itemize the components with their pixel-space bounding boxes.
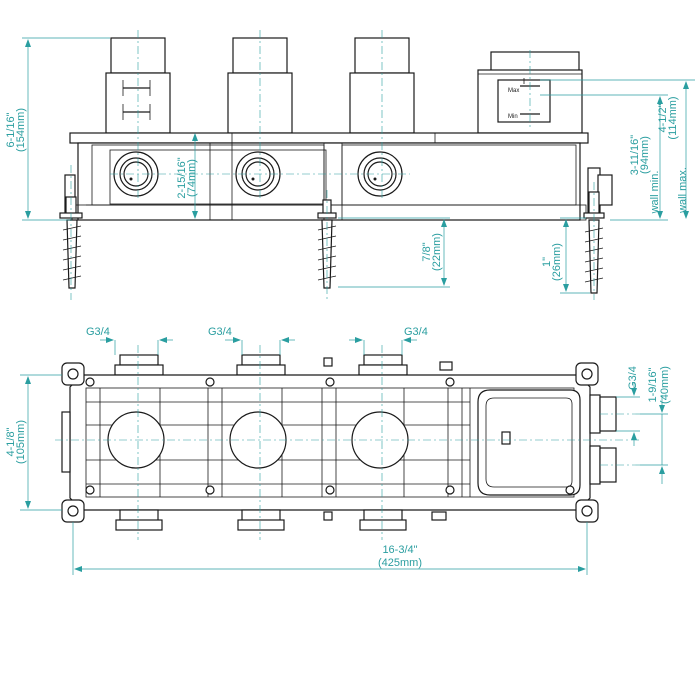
wall-min-inch: 3-11/16" bbox=[629, 135, 641, 175]
port-center-inch: 2-15/16" bbox=[176, 157, 188, 198]
top-port-3 bbox=[358, 354, 408, 376]
outlet-port-1 bbox=[113, 151, 159, 197]
wall-max-mm: (114mm) bbox=[667, 96, 679, 139]
wall-min-mm: (94mm) bbox=[639, 136, 651, 174]
length-mm: (425mm) bbox=[378, 557, 422, 569]
dim-port-side: G3/4 bbox=[616, 366, 640, 446]
height-total-mm: (154mm) bbox=[15, 108, 27, 152]
side-port-spacing-mm: (40mm) bbox=[659, 366, 671, 404]
depth-mm: (105mm) bbox=[15, 420, 27, 464]
port-top-3-label: G3/4 bbox=[404, 326, 428, 338]
dim-port-top-3: G3/4 bbox=[349, 326, 428, 355]
top-port-1 bbox=[114, 354, 164, 376]
front-view: Max Min bbox=[5, 30, 695, 300]
depth-inch: 4-1/8" bbox=[5, 427, 17, 456]
dim-port-center: 2-15/16" (74mm) bbox=[176, 133, 198, 219]
port-center-mm: (74mm) bbox=[186, 159, 198, 197]
dim-length: 16-3/4" (425mm) bbox=[72, 522, 588, 575]
dim-wall-max: 4-1/2" (114mm) wall max. bbox=[540, 79, 695, 219]
wall-max-label: wall max. bbox=[677, 167, 689, 214]
anchor-depth-mm: (22mm) bbox=[431, 233, 443, 271]
dim-port-top-2: G3/4 bbox=[208, 326, 295, 355]
dim-anchor-side: 1" (26mm) bbox=[541, 217, 590, 294]
cap-min-label: Min bbox=[508, 114, 518, 120]
anchor-side-inch: 1" bbox=[541, 257, 553, 267]
port-top-1-label: G3/4 bbox=[86, 326, 110, 338]
wall-min-label: wall min. bbox=[649, 171, 661, 215]
top-view: G3/4 G3/4 G3/4 G3/4 bbox=[5, 326, 671, 575]
dim-height-total: 6-1/16" (154mm) bbox=[5, 37, 110, 221]
dim-port-top-1: G3/4 bbox=[86, 326, 173, 355]
length-inch: 16-3/4" bbox=[382, 544, 417, 556]
side-port-spacing-inch: 1-9/16" bbox=[647, 367, 659, 402]
port-side-label: G3/4 bbox=[627, 366, 639, 390]
wall-max-inch: 4-1/2" bbox=[657, 103, 669, 132]
anchor-side-mm: (26mm) bbox=[551, 243, 563, 281]
mounting-lugs bbox=[61, 357, 599, 523]
cap-max-label: Max bbox=[508, 88, 519, 94]
outlet-port-3 bbox=[357, 151, 403, 197]
dim-side-port-spacing: 1-9/16" (40mm) bbox=[640, 366, 671, 484]
height-total-inch: 6-1/16" bbox=[5, 112, 17, 147]
thermostat-top bbox=[477, 389, 581, 496]
dim-wall-min: 3-11/16" (94mm) wall min. bbox=[540, 94, 668, 221]
bottom-stubs bbox=[115, 509, 407, 531]
top-port-2 bbox=[236, 354, 286, 376]
dim-depth: 4-1/8" (105mm) bbox=[5, 374, 62, 511]
dim-anchor-depth: 7/8" (22mm) bbox=[338, 217, 450, 288]
port-top-2-label: G3/4 bbox=[208, 326, 232, 338]
anchor-depth-inch: 7/8" bbox=[421, 242, 433, 261]
